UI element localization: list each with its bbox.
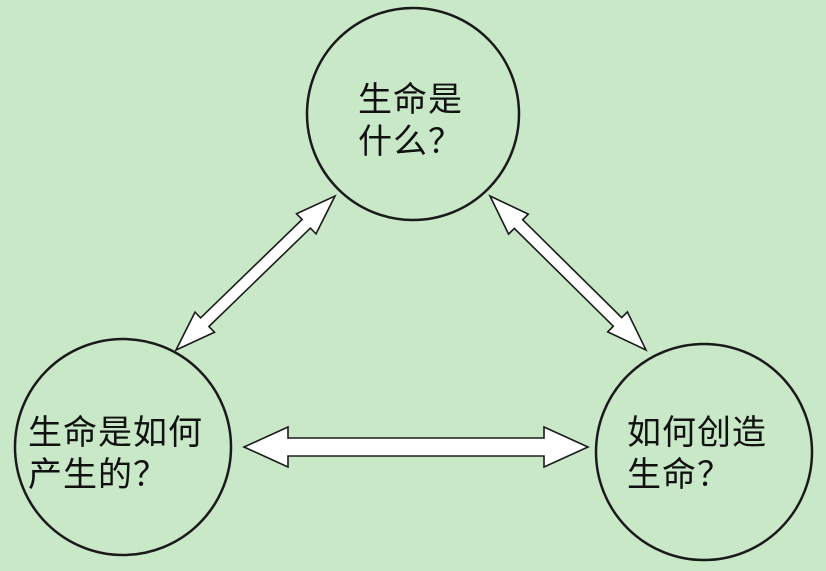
node-label-top: 生命是 什么？ (358, 79, 463, 163)
node-top-line1: 生命是 (358, 80, 463, 120)
double-arrow-top-left (174, 194, 337, 352)
node-circle-left (13, 337, 233, 557)
node-left-line1: 生命是如何 (28, 413, 203, 453)
node-top-line2: 什么？ (358, 122, 463, 162)
node-label-right: 如何创造 生命？ (627, 412, 767, 496)
node-right-line2: 生命？ (627, 455, 732, 495)
double-arrow-top-right (488, 194, 648, 352)
node-label-left: 生命是如何 产生的？ (28, 412, 203, 496)
node-circle-right (594, 342, 814, 562)
node-circle-top (305, 6, 521, 222)
double-arrow-bottom (242, 425, 590, 469)
node-right-line1: 如何创造 (627, 413, 767, 453)
node-left-line2: 产生的？ (28, 455, 168, 495)
